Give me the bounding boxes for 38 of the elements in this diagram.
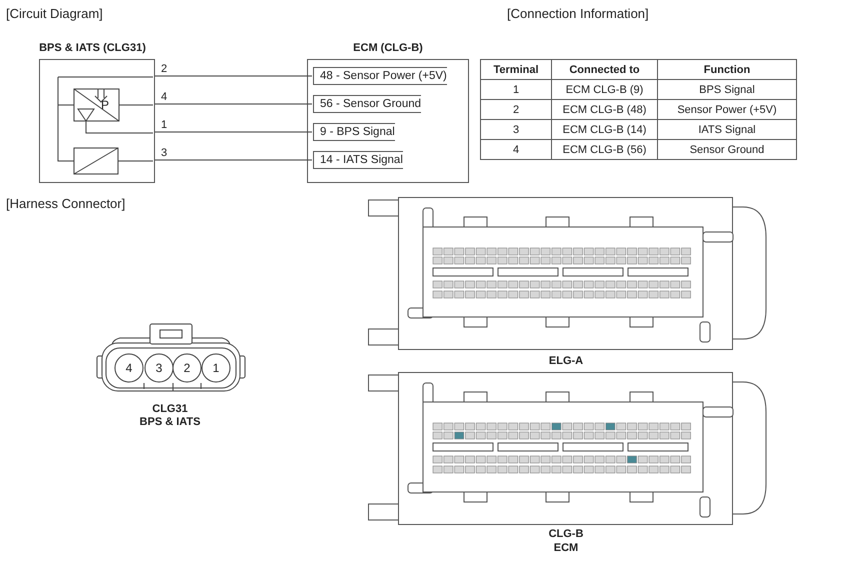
pin-number: 3 [156,361,162,375]
terminal-pin: 56 - Sensor Ground [313,95,422,113]
connector-caption: BPS & IATS [140,416,200,428]
table-cell: 4 [480,140,552,160]
column-header: Function [658,60,796,80]
component-title: BPS & IATS (CLG31) [39,42,146,56]
section-heading: [Circuit Diagram] [6,6,103,21]
section-heading: [Harness Connector] [6,196,126,211]
wire-number: 2 [161,63,168,75]
table-cell: Sensor Ground [658,140,796,160]
table-cell: ECM CLG-B (48) [552,100,658,120]
table-cell: ECM CLG-B (9) [552,80,658,100]
table-cell: BPS Signal [658,80,796,100]
terminal-pin: 48 - Sensor Power (+5V) [313,67,447,85]
wire-number: 3 [161,147,168,159]
table-cell: Sensor Power (+5V) [658,100,796,120]
table-cell: ECM CLG-B (56) [552,140,658,160]
connector-code: CLG31 [152,403,188,415]
terminal-pin: 14 - IATS Signal [313,151,403,169]
table-cell: 2 [480,100,552,120]
table-cell: 3 [480,120,552,140]
pressure-symbol-label: P [101,98,110,112]
table-cell: 1 [480,80,552,100]
column-header: Connected to [552,60,658,80]
connector-code: ELG-A [548,355,584,367]
component-title: ECM (CLG-B) [353,42,423,56]
table-cell: ECM CLG-B (14) [552,120,658,140]
terminal-pin: 9 - BPS Signal [313,123,395,141]
wire-number: 4 [161,91,168,103]
pin-number: 2 [184,361,190,375]
wire-number: 1 [161,119,168,131]
connector-code: CLG-B [548,528,584,540]
pin-number: 1 [212,361,220,375]
table-cell: IATS Signal [658,120,796,140]
section-heading: [Connection Information] [507,6,649,21]
column-header: Terminal [480,60,552,80]
pin-number: 4 [126,361,132,375]
connector-caption: ECM [554,542,578,554]
